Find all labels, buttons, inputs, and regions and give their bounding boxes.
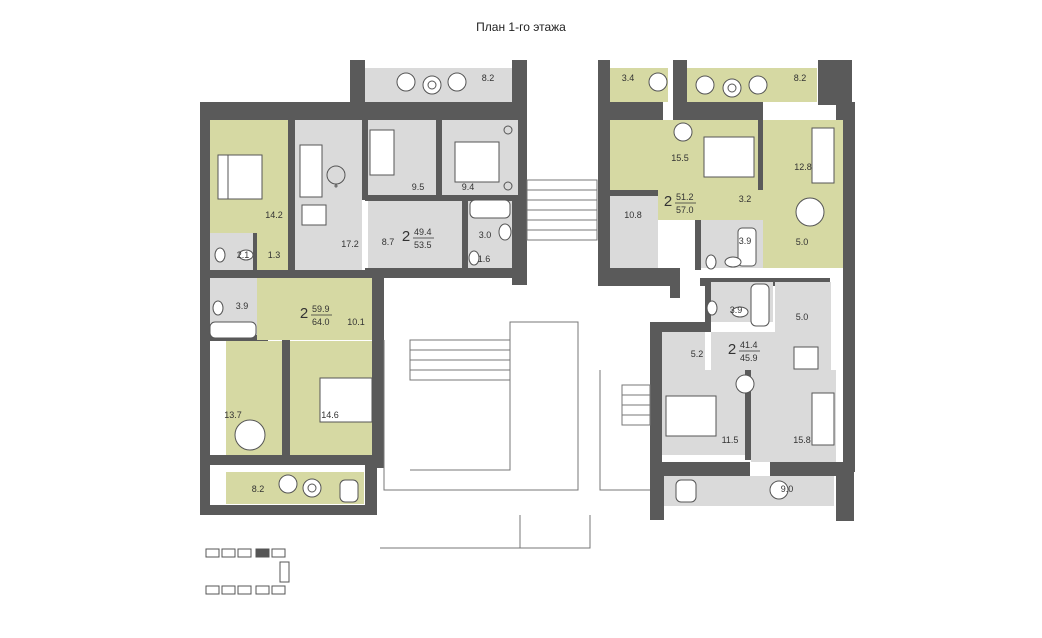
apartment-living-area: 59.9	[312, 304, 330, 314]
room-area-label: 15.5	[671, 153, 689, 163]
room-area-label: 17.2	[341, 239, 359, 249]
armchair-icon	[278, 72, 789, 503]
room-area-label: 9.4	[462, 182, 475, 192]
room-area-label: 14.2	[265, 210, 283, 220]
apartment-living-area: 49.4	[414, 227, 432, 237]
room-area-label: 8.2	[482, 73, 495, 83]
room-area-label: 14.6	[321, 410, 339, 420]
sofa-icon	[811, 392, 835, 446]
room-area-label: 5.2	[691, 349, 704, 359]
sink-icon	[238, 223, 749, 318]
room-area-label: 1.3	[268, 250, 281, 260]
room-area-label: 3.0	[479, 230, 492, 240]
room-area-label: 3.9	[730, 305, 743, 315]
room-area-label: 8.2	[794, 73, 807, 83]
apartment-total-area: 57.0	[676, 205, 694, 215]
room-area-label: 5.0	[796, 237, 809, 247]
bed-icon	[703, 136, 755, 178]
bed-icon	[665, 395, 717, 437]
room-area-label: 5.0	[796, 312, 809, 322]
bathtub-icon	[209, 199, 770, 339]
key-plan-icon	[205, 548, 290, 595]
sofa-icon	[811, 127, 835, 184]
room-area-label: 10.1	[347, 317, 365, 327]
apartment-label: 2 49.4 53.5	[402, 227, 434, 250]
apartment-rooms-count: 2	[664, 193, 672, 210]
room-area-label: 2.1	[237, 250, 250, 260]
bed-icon	[217, 154, 263, 200]
room-area-label: 10.8	[624, 210, 642, 220]
apartment-label: 2 51.2 57.0	[664, 192, 696, 215]
apartment-total-area: 45.9	[740, 353, 758, 363]
dining-table-icon	[234, 197, 825, 451]
plant-icon	[307, 80, 737, 493]
room-area-label: 3.2	[739, 194, 752, 204]
apartment-rooms-count: 2	[402, 228, 410, 245]
room-area-label: 3.9	[739, 236, 752, 246]
walls	[200, 60, 855, 521]
room-area-label: 1.6	[478, 254, 491, 264]
room-area-label: 3.9	[236, 301, 249, 311]
apartment-total-area: 53.5	[414, 240, 432, 250]
room-area-labels: 8.2 3.4 8.2 14.2 17.2 9.5 9.4 15.5 12.8 …	[224, 73, 812, 494]
apartment-living-area: 51.2	[676, 192, 694, 202]
apartment-rooms-count: 2	[728, 341, 736, 358]
apartment-rooms-count: 2	[300, 305, 308, 322]
bed-icon	[319, 377, 373, 423]
room-area-label: 9.5	[412, 182, 425, 192]
room-area-label: 12.8	[794, 162, 812, 172]
room-area-label: 15.8	[793, 435, 811, 445]
apartment-living-area: 41.4	[740, 340, 758, 350]
furniture	[209, 72, 835, 503]
room-area-label: 9.0	[781, 484, 794, 494]
room-area-label: 8.7	[382, 237, 395, 247]
sofa-icon	[369, 129, 395, 176]
sofa-icon	[299, 144, 323, 198]
room-area-label: 3.4	[622, 73, 635, 83]
room-area-label: 13.7	[224, 410, 242, 420]
room-area-label: 11.5	[722, 435, 739, 445]
plan-title: План 1-го этажа	[476, 20, 566, 34]
apartment-total-area: 64.0	[312, 317, 330, 327]
room-area-label: 8.2	[252, 484, 265, 494]
apartment-label: 2 59.9 64.0	[300, 304, 332, 327]
toilet-icon	[212, 247, 718, 316]
apartment-label: 2 41.4 45.9	[728, 340, 760, 363]
bed-icon	[454, 141, 500, 183]
stairwell	[380, 179, 651, 549]
